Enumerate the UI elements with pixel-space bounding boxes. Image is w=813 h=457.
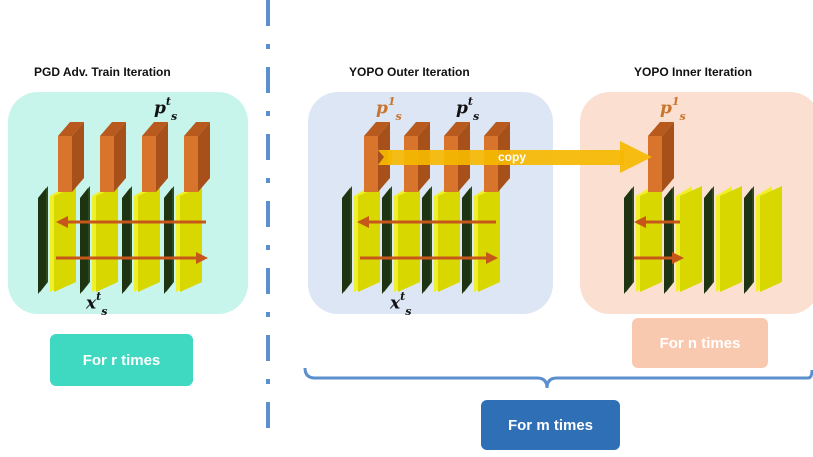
outer-forward-arrow xyxy=(360,252,498,264)
copy-label: copy xyxy=(498,150,527,164)
layer-block xyxy=(342,186,380,294)
layer-block xyxy=(744,186,782,294)
parameter-block xyxy=(142,122,168,192)
layer-block xyxy=(164,186,202,294)
pgd-input-symbol: xts xyxy=(86,290,108,319)
for-n-times-button: For n times xyxy=(632,318,768,368)
layer-block xyxy=(462,186,500,294)
outer-param-p1-symbol: p1s xyxy=(376,95,402,124)
for-r-times-button: For r times xyxy=(50,334,193,386)
parameter-block xyxy=(100,122,126,192)
layer-block xyxy=(624,186,662,294)
pgd-title: PGD Adv. Train Iteration xyxy=(34,65,171,79)
layer-block xyxy=(382,186,420,294)
inner-layer-stack xyxy=(624,122,782,294)
for-m-times-button: For m times xyxy=(481,400,620,450)
inner-param-symbol: p1s xyxy=(660,95,686,124)
inner-forward-arrow xyxy=(634,252,684,264)
yopo-outer-title: YOPO Outer Iteration xyxy=(349,65,470,79)
outer-param-pt-symbol: pts xyxy=(456,95,480,124)
inner-backward-arrow xyxy=(634,216,680,228)
pgd-backward-arrow xyxy=(56,216,206,228)
yopo-inner-title: YOPO Inner Iteration xyxy=(634,65,753,79)
copy-arrow xyxy=(378,141,652,173)
layer-block xyxy=(38,186,76,294)
parameter-block xyxy=(184,122,210,192)
pgd-layer-stack xyxy=(38,122,210,294)
layer-block xyxy=(122,186,160,294)
pgd-forward-arrow xyxy=(56,252,208,264)
layer-block xyxy=(422,186,460,294)
pgd-param-symbol: pts xyxy=(154,95,178,124)
parameter-block xyxy=(648,122,674,192)
parameter-block xyxy=(364,122,390,192)
layer-block xyxy=(704,186,742,294)
outer-backward-arrow xyxy=(357,216,496,228)
outer-input-symbol: xts xyxy=(390,290,412,319)
outer-layer-stack xyxy=(342,122,510,294)
layer-block xyxy=(80,186,118,294)
layer-block xyxy=(664,186,702,294)
parameter-block xyxy=(58,122,84,192)
outer-loop-brace xyxy=(303,367,813,389)
